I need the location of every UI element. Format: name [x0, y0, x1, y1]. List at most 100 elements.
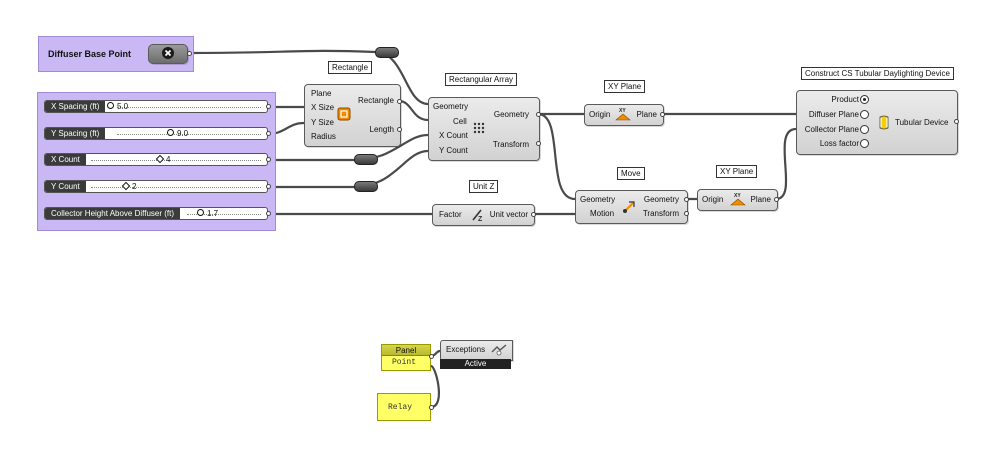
slider-value[interactable]: 9.0	[167, 128, 188, 139]
point-panel[interactable]: Panel Point	[381, 344, 431, 371]
relay-ycount[interactable]	[354, 181, 378, 192]
tubular-output-port[interactable]	[954, 119, 959, 124]
input-y-size[interactable]: Y Size	[311, 118, 334, 127]
output-unit-vector[interactable]: Unit vector	[489, 210, 528, 219]
slider-knob[interactable]	[167, 129, 174, 137]
output-plane[interactable]: Plane	[636, 110, 657, 119]
output-transform[interactable]: Transform	[642, 209, 679, 218]
relay-panel[interactable]: Relay	[377, 393, 431, 421]
slider-output[interactable]	[266, 184, 271, 189]
slider-y-spacing[interactable]: Y Spacing (ft) 9.0	[44, 127, 268, 140]
slider-label: Y Spacing (ft)	[45, 128, 106, 139]
output-rectangle[interactable]: Rectangle	[357, 96, 394, 105]
svg-text:Z: Z	[478, 216, 483, 222]
xy-plane-output-port[interactable]	[774, 197, 779, 202]
input-motion[interactable]: Motion	[590, 209, 615, 218]
input-cell[interactable]: Cell	[453, 117, 467, 126]
output-geometry[interactable]: Geometry	[493, 110, 529, 119]
output-transform[interactable]: Transform	[492, 140, 529, 149]
rectangle-output-port[interactable]	[397, 127, 402, 132]
slider-label: X Count	[45, 154, 86, 165]
rectangle-output-port[interactable]	[397, 99, 402, 104]
svg-text:XY: XY	[619, 108, 626, 114]
xy-plane-component[interactable]: Origin XY Plane	[584, 104, 664, 126]
slider-label: Y Count	[45, 181, 86, 192]
input-origin[interactable]: Origin	[589, 110, 611, 119]
wire-array-to-move	[536, 112, 577, 201]
slider-x-spacing[interactable]: X Spacing (ft) 5.0	[44, 100, 268, 113]
slider-value[interactable]: 1.7	[197, 208, 218, 219]
input-x-size[interactable]: X Size	[311, 103, 335, 112]
move-output-port[interactable]	[684, 211, 689, 216]
slider-knob[interactable]	[107, 102, 114, 110]
slider-output[interactable]	[266, 157, 271, 162]
unit-z-icon: Z	[472, 209, 483, 222]
slider-output[interactable]	[266, 131, 271, 136]
input-radius[interactable]: Radius	[311, 132, 336, 141]
exceptions-component[interactable]: Exceptions	[440, 340, 513, 361]
panel-output-port[interactable]	[429, 405, 434, 410]
xy-plane-component[interactable]: Origin XY Plane	[697, 189, 778, 211]
slider-output[interactable]	[266, 211, 271, 216]
radio-loss-factor[interactable]	[860, 139, 869, 148]
point-param-icon	[162, 47, 174, 59]
slider-collector-height[interactable]: Collector Height Above Diffuser (ft) 1.7	[44, 207, 268, 220]
rectangle-component[interactable]: Plane X Size Y Size Radius Rectangle Len…	[304, 84, 401, 147]
array-grid-icon	[473, 122, 485, 134]
input-factor[interactable]: Factor	[439, 210, 462, 219]
tubular-device-component[interactable]: Product Diffuser Plane Collector Plane L…	[796, 90, 958, 155]
unit-z-output-port[interactable]	[531, 212, 536, 217]
panel-output-port[interactable]	[429, 354, 434, 359]
panel-text: Relay	[388, 403, 413, 412]
output-tubular-device[interactable]: Tubular Device	[895, 118, 949, 127]
xy-plane-caption: XY Plane	[604, 80, 646, 93]
unit-z-component[interactable]: Factor Z Unit vector	[432, 204, 535, 226]
rect-array-output-port[interactable]	[536, 112, 541, 117]
input-collector-plane[interactable]: Collector Plane	[804, 125, 859, 134]
input-geometry[interactable]: Geometry	[580, 195, 616, 204]
input-product[interactable]: Product	[831, 95, 859, 104]
panel-title: Panel	[382, 345, 430, 356]
input-origin[interactable]: Origin	[702, 195, 724, 204]
input-geometry[interactable]: Geometry	[433, 102, 469, 111]
relay-xcount[interactable]	[354, 154, 378, 165]
move-output-port[interactable]	[684, 197, 689, 202]
wire-relay-to-panel	[429, 364, 441, 409]
input-x-count[interactable]: X Count	[439, 131, 468, 140]
radio-product[interactable]	[860, 95, 869, 104]
radio-diffuser-plane[interactable]	[860, 110, 869, 119]
tubular-caption: Construct CS Tubular Daylighting Device	[801, 67, 954, 80]
slider-value[interactable]: 5.0	[107, 101, 128, 112]
slider-knob[interactable]	[197, 209, 204, 217]
rectangle-caption: Rectangle	[328, 61, 373, 74]
xy-plane-output-port[interactable]	[660, 112, 665, 117]
rect-array-output-port[interactable]	[536, 141, 541, 146]
radio-collector-plane[interactable]	[860, 125, 869, 134]
slider-output[interactable]	[266, 104, 271, 109]
xy-plane-icon: XY	[615, 108, 631, 121]
slider-knob[interactable]	[155, 154, 165, 164]
rectangle-icon	[337, 107, 351, 121]
input-plane[interactable]: Plane	[311, 89, 332, 98]
point-param-output[interactable]	[187, 51, 192, 56]
svg-text:XY: XY	[734, 193, 741, 199]
slider-x-count[interactable]: X Count 4	[44, 153, 268, 166]
output-geometry[interactable]: Geometry	[643, 195, 679, 204]
rectangular-array-component[interactable]: Geometry Cell X Count Y Count Geometry T…	[428, 97, 540, 161]
exceptions-status: Active	[440, 359, 511, 369]
relay-basepoint[interactable]	[375, 47, 399, 58]
input-diffuser-plane[interactable]: Diffuser Plane	[808, 110, 859, 119]
slider-y-count[interactable]: Y Count 2	[44, 180, 268, 193]
slider-value[interactable]: 4	[155, 154, 170, 165]
input-loss-factor[interactable]: Loss factor	[819, 139, 859, 148]
move-component[interactable]: Geometry Motion Geometry Transform	[575, 190, 688, 224]
slider-knob[interactable]	[121, 181, 131, 191]
point-param[interactable]	[148, 44, 188, 64]
output-plane[interactable]: Plane	[750, 195, 771, 204]
xy-plane-icon: XY	[730, 193, 746, 206]
output-length[interactable]: Length	[369, 125, 394, 134]
move-caption: Move	[617, 167, 645, 180]
slider-value[interactable]: 2	[121, 181, 136, 192]
input-y-count[interactable]: Y Count	[439, 146, 468, 155]
